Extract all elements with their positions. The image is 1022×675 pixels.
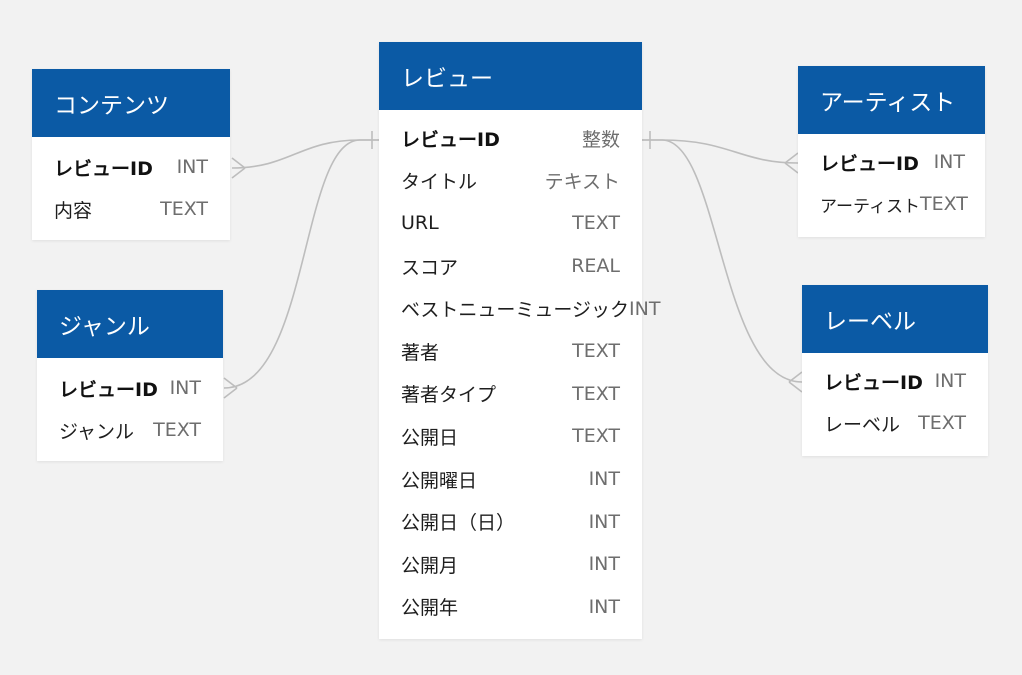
connector-reviews-content	[231, 131, 379, 179]
entity-labels-title: レーベル	[824, 309, 916, 335]
field-type: TEXT	[919, 193, 968, 215]
field-type: TEXT	[572, 212, 620, 235]
field-type: INT	[176, 156, 208, 178]
field-row[interactable]: 公開曜日 INT	[401, 458, 620, 501]
field-name: 公開日	[401, 426, 459, 449]
field-type: INT	[588, 510, 620, 533]
field-row[interactable]: 公開月 INT	[401, 543, 620, 586]
entity-genres-fields: レビューID INT ジャンル TEXT	[37, 358, 223, 451]
field-name: レーベル	[824, 413, 901, 436]
entity-content-header: コンテンツ	[32, 69, 230, 137]
field-row[interactable]: 公開年 INT	[401, 586, 620, 629]
field-name: 著者タイプ	[401, 384, 497, 407]
field-type: INT	[588, 553, 620, 576]
field-type: TEXT	[572, 382, 620, 405]
field-row[interactable]: レビューID INT	[54, 146, 208, 188]
entity-artists-fields: レビューID INT アーティスト TEXT	[798, 134, 985, 225]
field-name: ベストニューミュージック	[401, 299, 630, 322]
field-type: TEXT	[160, 198, 208, 220]
entity-reviews-title: レビュー	[401, 66, 493, 92]
field-row[interactable]: レーベル TEXT	[824, 402, 966, 444]
field-name: レビューID	[59, 378, 158, 401]
field-row[interactable]: 著者タイプ TEXT	[401, 373, 620, 416]
entity-genres-header: ジャンル	[37, 290, 223, 358]
field-row[interactable]: タイトル テキスト	[401, 160, 620, 203]
entity-content-title: コンテンツ	[54, 93, 169, 119]
field-type: INT	[169, 377, 201, 399]
field-row[interactable]: スコア REAL	[401, 245, 620, 288]
field-type: TEXT	[918, 412, 966, 434]
field-type: INT	[933, 151, 965, 173]
entity-artists-header: アーティスト	[798, 66, 985, 134]
field-name: 公開年	[401, 597, 459, 620]
field-type: テキスト	[544, 171, 620, 194]
field-row[interactable]: レビューID INT	[820, 141, 965, 183]
entity-genres-title: ジャンル	[59, 314, 150, 340]
entity-genres[interactable]: ジャンル レビューID INT ジャンル TEXT	[37, 290, 223, 461]
field-type: INT	[588, 468, 620, 491]
field-row[interactable]: 著者 TEXT	[401, 330, 620, 373]
entity-labels-fields: レビューID INT レーベル TEXT	[802, 353, 988, 444]
entity-labels-header: レーベル	[802, 285, 988, 353]
field-name: レビューID	[401, 128, 500, 151]
entity-artists[interactable]: アーティスト レビューID INT アーティスト TEXT	[798, 66, 985, 237]
entity-reviews-header: レビュー	[379, 42, 642, 110]
field-type: REAL	[571, 255, 620, 278]
field-name: スコア	[401, 256, 459, 279]
field-row[interactable]: レビューID 整数	[401, 117, 620, 160]
connector-reviews-artists	[642, 131, 799, 174]
field-row[interactable]: アーティスト TEXT	[820, 183, 968, 225]
entity-content-fields: レビューID INT 内容 TEXT	[32, 137, 230, 230]
field-type: 整数	[581, 128, 620, 151]
field-name: 公開曜日	[401, 469, 478, 492]
field-name: アーティスト	[820, 196, 920, 217]
entity-reviews[interactable]: レビュー レビューID 整数 タイトル テキスト URL TEXT スコア RE…	[379, 42, 660, 639]
entity-labels[interactable]: レーベル レビューID INT レーベル TEXT	[802, 285, 988, 456]
field-row[interactable]: URL TEXT	[401, 202, 620, 245]
field-name: 著者	[401, 341, 440, 364]
entity-reviews-fields: レビューID 整数 タイトル テキスト URL TEXT スコア REAL ベス…	[379, 110, 660, 629]
field-type: INT	[629, 297, 661, 320]
field-row[interactable]: レビューID INT	[824, 360, 966, 402]
connector-reviews-labels	[642, 139, 803, 393]
field-type: TEXT	[572, 425, 620, 448]
field-type: TEXT	[572, 340, 620, 363]
field-name: 内容	[54, 199, 93, 222]
connector-reviews-genres	[223, 139, 379, 399]
field-name: ジャンル	[59, 420, 135, 443]
field-name: URL	[401, 212, 439, 235]
field-row[interactable]: レビューID INT	[59, 367, 201, 409]
field-row[interactable]: 内容 TEXT	[54, 188, 208, 230]
field-name: 公開日（日）	[401, 512, 516, 535]
field-name: レビューID	[824, 371, 923, 394]
field-name: レビューID	[820, 152, 919, 175]
field-name: 公開月	[401, 554, 459, 577]
field-row[interactable]: 公開日 TEXT	[401, 415, 620, 458]
field-row[interactable]: ベストニューミュージック INT	[401, 287, 660, 330]
field-type: INT	[934, 370, 966, 392]
field-row[interactable]: 公開日（日） INT	[401, 500, 620, 543]
field-name: タイトル	[401, 171, 478, 194]
entity-content[interactable]: コンテンツ レビューID INT 内容 TEXT	[32, 69, 230, 240]
field-type: TEXT	[153, 419, 201, 441]
field-row[interactable]: ジャンル TEXT	[59, 409, 201, 451]
entity-artists-title: アーティスト	[820, 90, 956, 116]
field-type: INT	[588, 595, 620, 618]
field-name: レビューID	[54, 157, 153, 180]
